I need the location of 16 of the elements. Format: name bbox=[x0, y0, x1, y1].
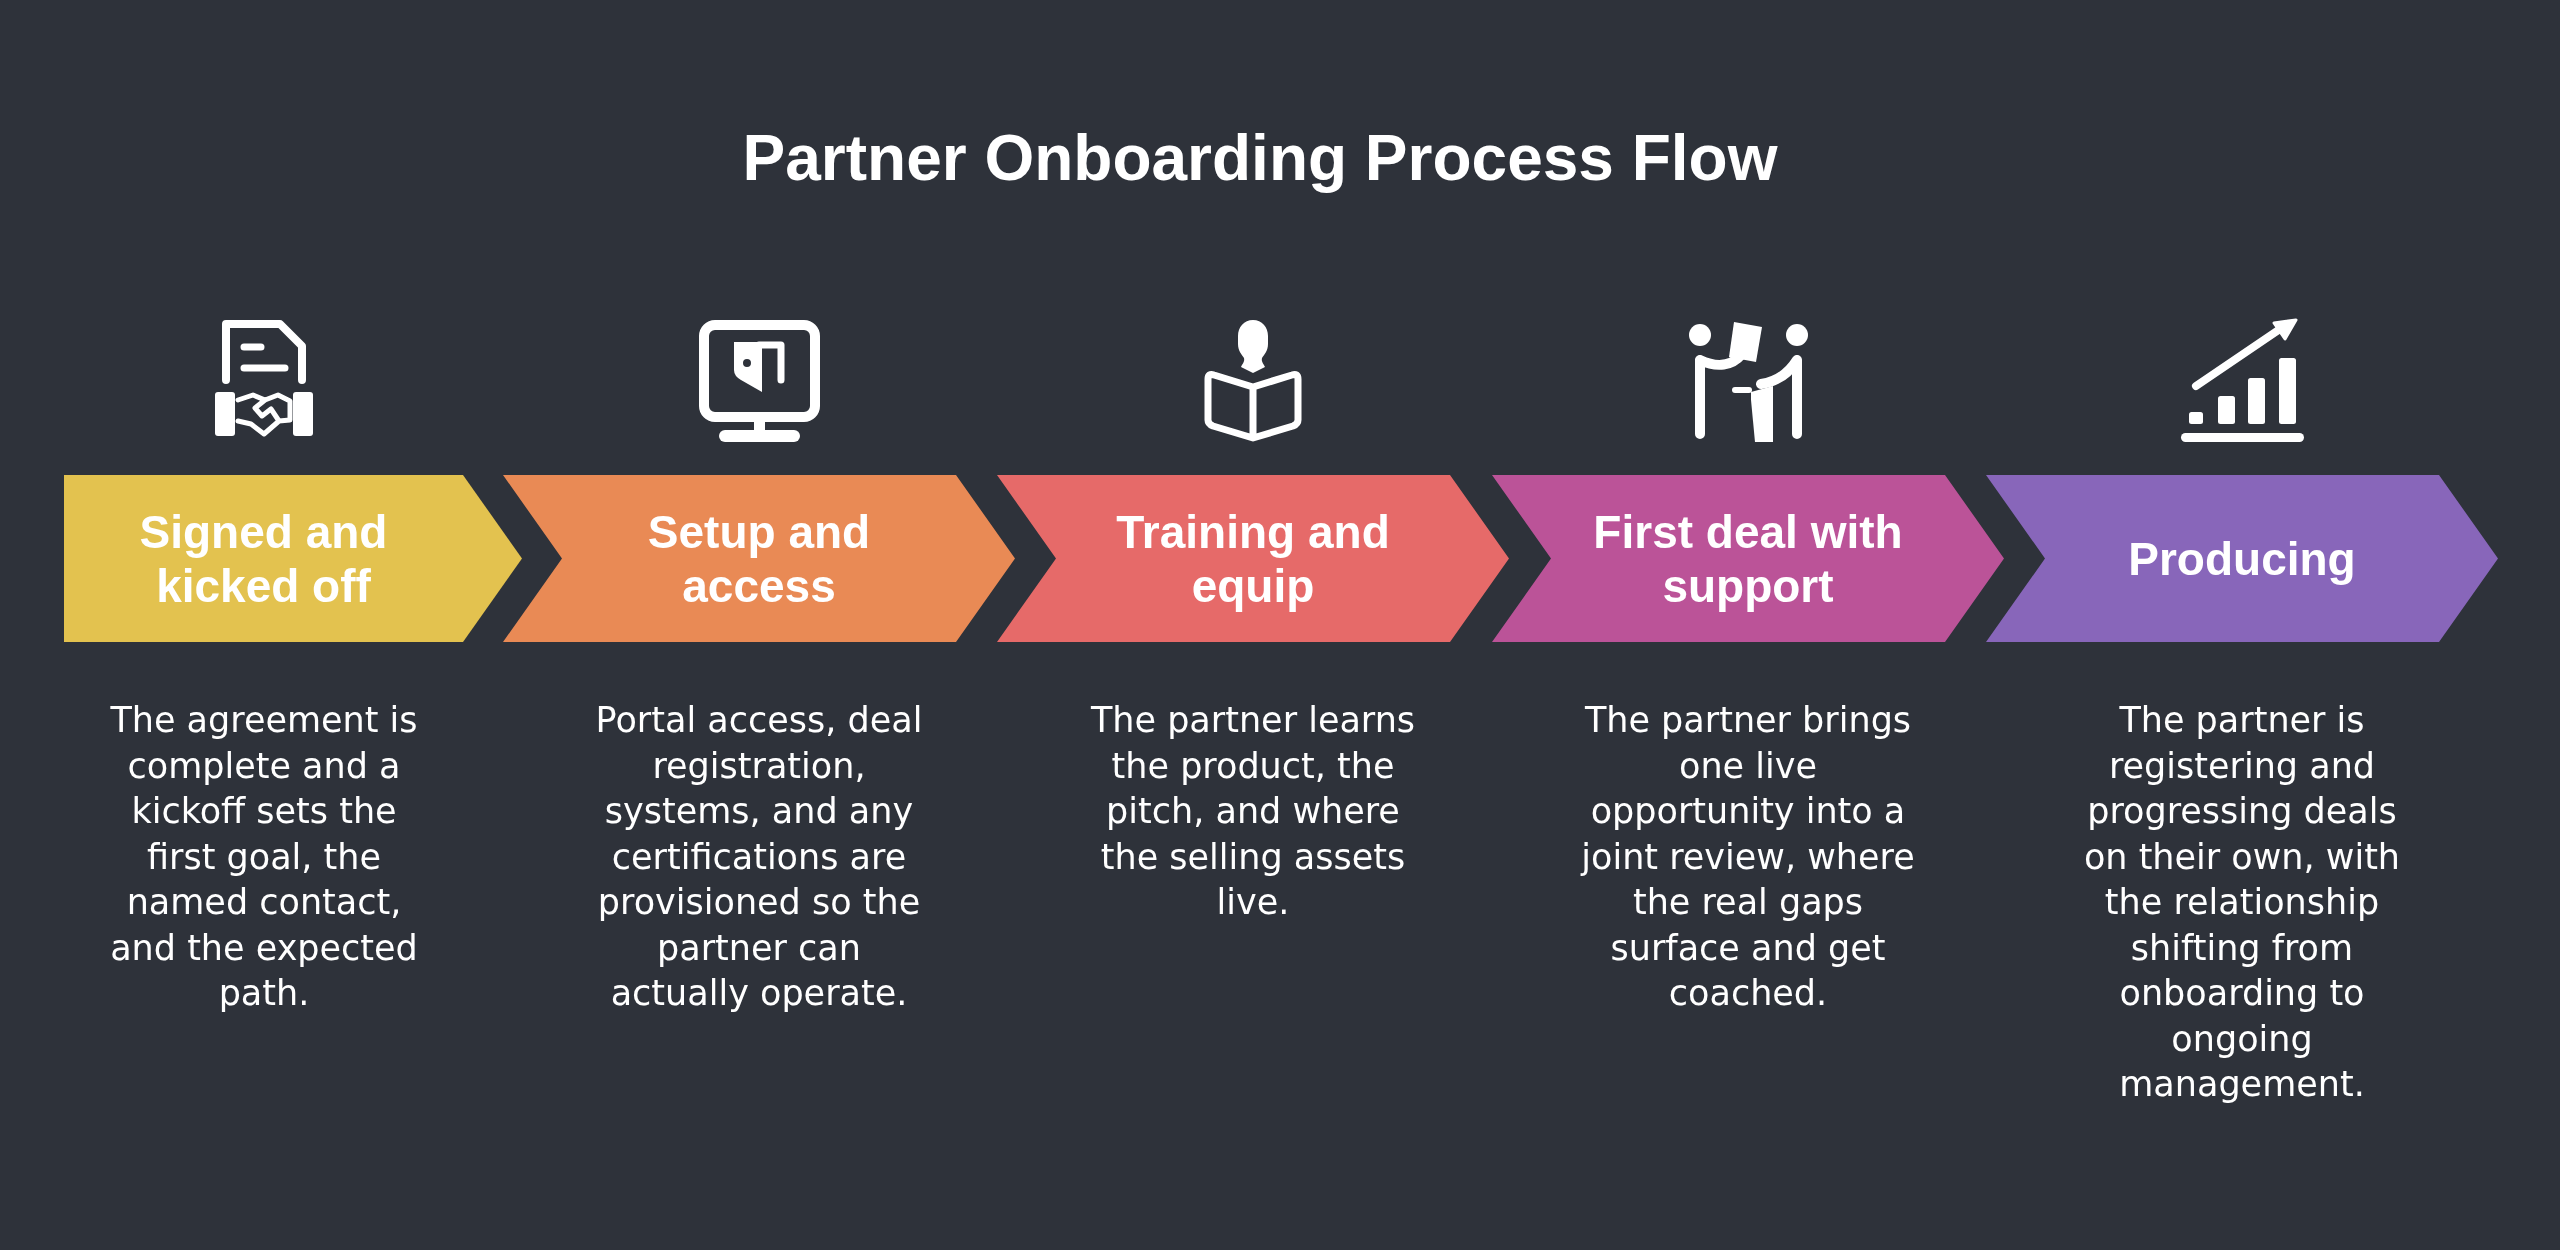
step-description: The agreement is complete and a kickoff sets the first goal, the named contact, and the expected path. bbox=[109, 699, 419, 1015]
chevron-step bbox=[1986, 475, 2498, 642]
chevron-step bbox=[64, 475, 522, 642]
chevron-step bbox=[1492, 475, 2004, 642]
step-title: Producing bbox=[2128, 531, 2356, 586]
step-title: Signed and kicked off bbox=[138, 504, 389, 613]
chevron-step bbox=[503, 475, 1015, 642]
step-title: Setup and access bbox=[646, 504, 872, 613]
step-title: Training and equip bbox=[1115, 504, 1391, 613]
step-description: The partner brings one live opportunity into a joint review, where the real gaps surface and get coached. bbox=[1579, 699, 1916, 1015]
step-title: First deal with support bbox=[1592, 504, 1904, 613]
step-description: The partner learns the product, the pitch, and where the selling assets live. bbox=[1089, 699, 1417, 924]
step-description: Portal access, deal registration, systems, and any certifications are provisioned so the partner can actually operate. bbox=[594, 699, 924, 1015]
chevron-step bbox=[997, 475, 1509, 642]
step-description: The partner is registering and progressing deals on their own, with the relationship shifting from onboarding to ongoing management. bbox=[2082, 699, 2402, 1106]
diagram-title: Partner Onboarding Process Flow bbox=[742, 121, 1778, 195]
